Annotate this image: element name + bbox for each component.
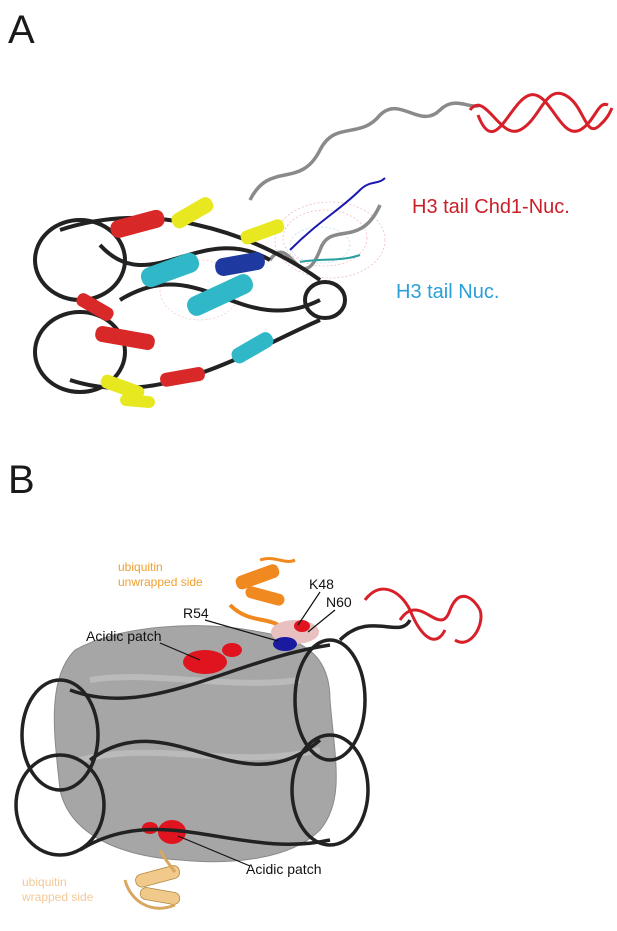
nucleosome-surface (53, 625, 337, 863)
panel-letter-b: B (8, 458, 35, 502)
acidic-patch-top-label: Acidic patch (86, 628, 162, 644)
ubiquitin-unwrapped-line2: unwrapped side (118, 575, 203, 589)
ubiquitin-wrapped-line2: wrapped side (22, 890, 94, 904)
extended-dna-red-b (363, 587, 483, 644)
extended-dna-gray (248, 101, 481, 271)
acidic-patch-surface (142, 643, 242, 844)
ubiquitin-unwrapped-label: ubiquitin unwrapped side (118, 560, 203, 590)
residue-n60-label: N60 (326, 594, 352, 610)
ubiquitin-wrapped-ribbon (123, 849, 181, 910)
residue-k48-label: K48 (309, 576, 334, 592)
ubiquitin-unwrapped-line1: ubiquitin (118, 560, 163, 574)
ubiquitin-unwrapped-ribbon (228, 557, 296, 632)
residue-r54-label: R54 (183, 605, 209, 621)
h3-tail-nuc-label: H3 tail Nuc. (396, 281, 500, 303)
ubiquitin-wrapped-line1: ubiquitin (22, 875, 67, 889)
extended-dna-red (468, 91, 614, 134)
panel-a-structure (33, 91, 614, 409)
h3-tail-traces (289, 177, 386, 263)
ubiquitin-wrapped-label: ubiquitin wrapped side (22, 875, 93, 905)
ubiquitin-hydrophobic-patch (271, 620, 319, 651)
acidic-patch-bottom-label: Acidic patch (246, 861, 322, 877)
nucleosome-dna-b (14, 619, 412, 857)
histone-core-ribbons (76, 197, 285, 409)
h3-tail-chd1-nuc-label: H3 tail Chd1-Nuc. (412, 196, 570, 218)
panel-letter-a: A (8, 8, 35, 52)
leader-lines (159, 591, 336, 867)
